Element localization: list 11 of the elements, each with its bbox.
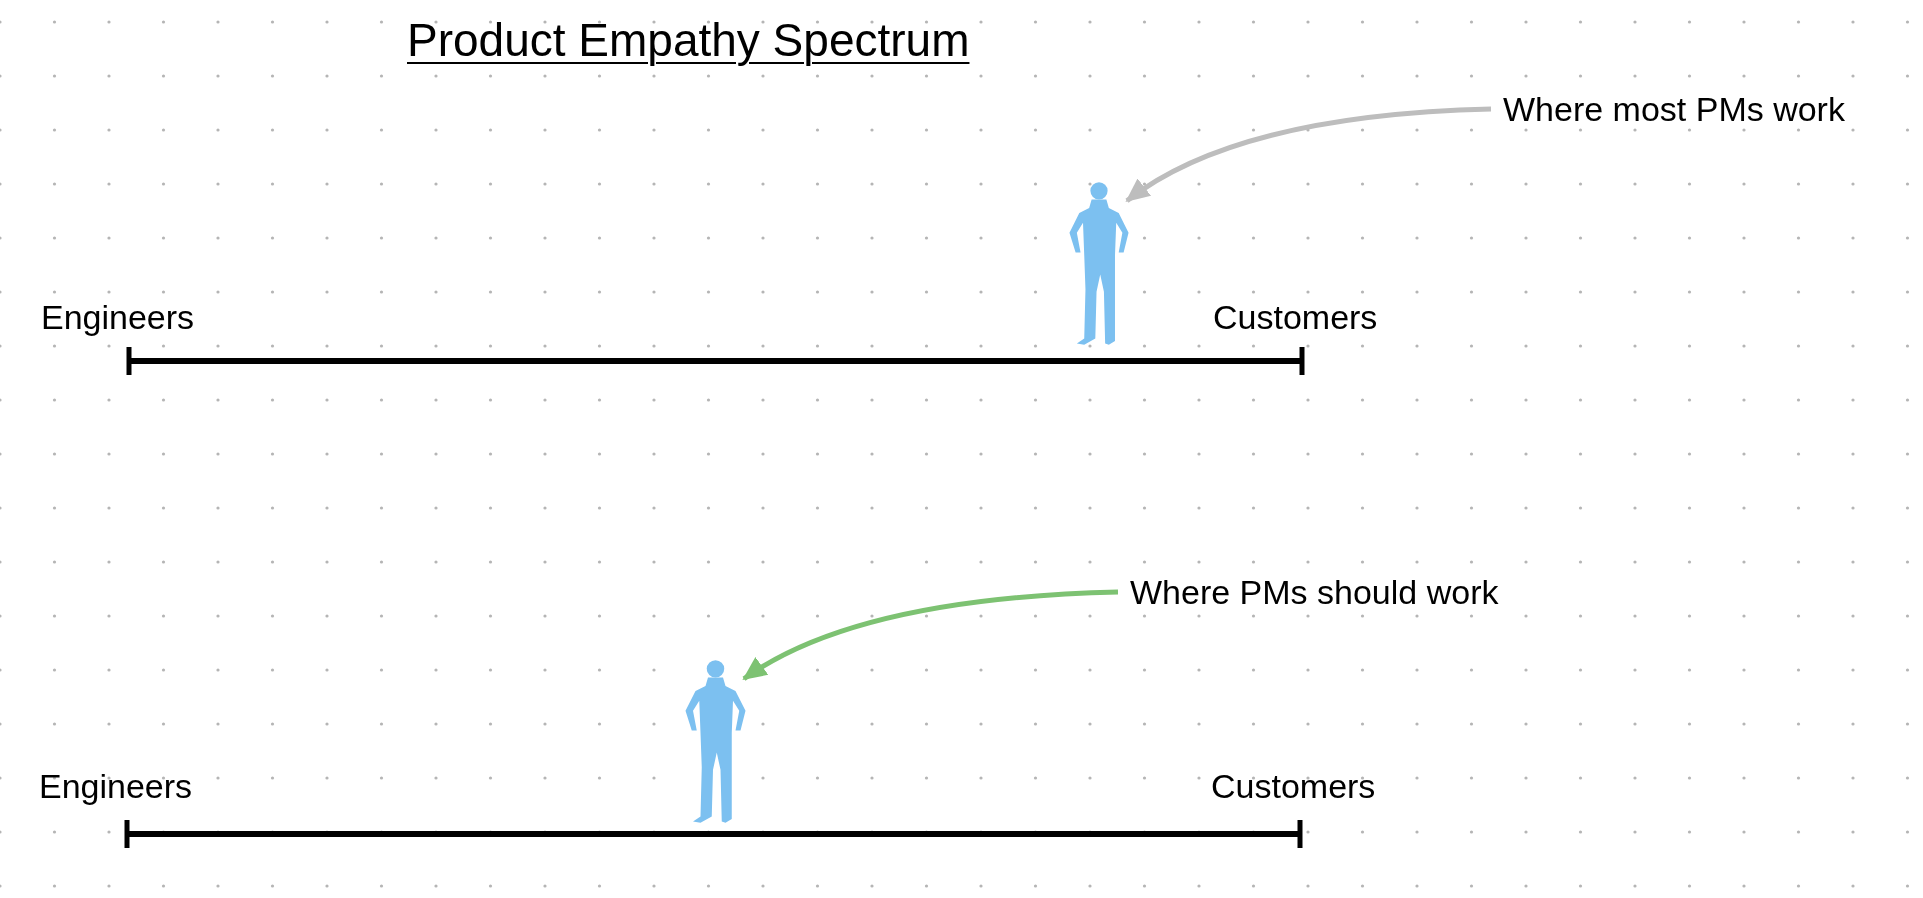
diagram-title: Product Empathy Spectrum [407, 13, 970, 68]
person-silhouette [683, 659, 748, 824]
spectrum-end-label: Engineers [39, 766, 193, 807]
callout-text: Where most PMs work [1503, 88, 1845, 130]
spectrum-end-label: Customers [1213, 297, 1378, 338]
person-silhouette [1067, 181, 1131, 346]
callout-text: Where PMs should work [1130, 571, 1499, 613]
curved-arrow [742, 589, 1119, 681]
spectrum-end-label: Engineers [41, 297, 195, 338]
spectrum-end-label: Customers [1211, 766, 1376, 807]
curved-arrow [1125, 106, 1492, 203]
